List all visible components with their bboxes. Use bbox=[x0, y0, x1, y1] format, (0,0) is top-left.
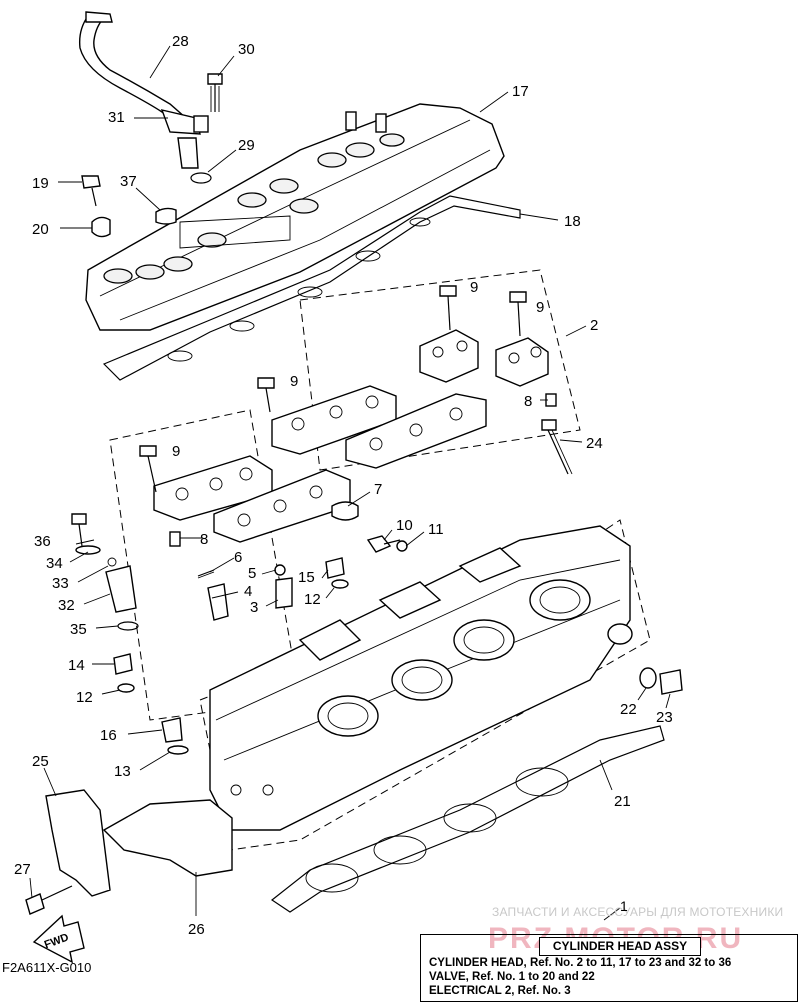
diagram-code: F2A611X-G010 bbox=[2, 960, 92, 975]
washer-11 bbox=[396, 540, 408, 552]
callout-numbers: 28 30 31 29 17 19 37 18 20 9 9 2 9 8 24 … bbox=[14, 33, 673, 938]
washer-22 bbox=[639, 667, 657, 689]
callout-32: 32 bbox=[58, 597, 75, 614]
leader-lines bbox=[29, 45, 671, 921]
washer-12-right bbox=[331, 579, 349, 589]
plug-7 bbox=[331, 501, 359, 521]
callout-11: 11 bbox=[428, 521, 444, 538]
callout-25: 25 bbox=[32, 753, 49, 770]
bolt-27 bbox=[25, 885, 73, 915]
callout-16: 16 bbox=[100, 727, 117, 744]
callout-34: 34 bbox=[46, 555, 63, 572]
part-14 bbox=[113, 653, 133, 675]
part-15 bbox=[325, 557, 345, 579]
plug-23 bbox=[659, 669, 683, 695]
valve-parts bbox=[197, 564, 293, 621]
grommet-20 bbox=[91, 216, 111, 238]
bracket-26 bbox=[102, 799, 233, 877]
grommet-37 bbox=[155, 207, 177, 225]
callout-9a: 9 bbox=[470, 279, 478, 296]
callout-37: 37 bbox=[120, 173, 137, 190]
cylinder-head bbox=[209, 525, 633, 831]
callout-4: 4 bbox=[244, 583, 252, 600]
o-ring-29 bbox=[190, 172, 212, 184]
callout-36: 36 bbox=[34, 533, 51, 550]
callout-10: 10 bbox=[396, 517, 413, 534]
callout-8b: 8 bbox=[200, 531, 208, 548]
cylinder-head-cover bbox=[85, 103, 505, 331]
callout-22: 22 bbox=[620, 701, 637, 718]
callout-30: 30 bbox=[238, 41, 255, 58]
callout-7: 7 bbox=[374, 481, 382, 498]
callout-19: 19 bbox=[32, 175, 49, 192]
callout-12b: 12 bbox=[304, 591, 321, 608]
camshaft-cap-front-left bbox=[419, 329, 557, 407]
washer-12-left bbox=[117, 683, 135, 693]
callout-12a: 12 bbox=[76, 689, 93, 706]
callout-18: 18 bbox=[564, 213, 581, 230]
callout-14: 14 bbox=[68, 657, 85, 674]
callout-20: 20 bbox=[32, 221, 49, 238]
callout-21: 21 bbox=[614, 793, 631, 810]
assembly-heading: CYLINDER HEAD ASSY bbox=[539, 937, 701, 956]
nut-16 bbox=[161, 717, 183, 743]
callout-33: 33 bbox=[52, 575, 69, 592]
bolt-30 bbox=[207, 73, 223, 112]
camshaft-cap-group-outline bbox=[299, 269, 581, 471]
callout-1: 1 bbox=[620, 898, 628, 914]
camshaft-caps-lower bbox=[153, 455, 351, 547]
bracket-25 bbox=[45, 789, 111, 897]
sensor-group bbox=[71, 513, 139, 631]
stud-bolt-24 bbox=[541, 419, 573, 475]
breather-hose bbox=[78, 11, 209, 169]
callout-5: 5 bbox=[248, 565, 256, 582]
head-gasket bbox=[270, 725, 665, 913]
washer-13 bbox=[167, 745, 189, 755]
callout-35: 35 bbox=[70, 621, 87, 638]
callout-13: 13 bbox=[114, 763, 131, 780]
callout-8a: 8 bbox=[524, 393, 532, 410]
callout-9d: 9 bbox=[172, 443, 180, 460]
assembly-info-box: CYLINDER HEAD ASSY CYLINDER HEAD, Ref. N… bbox=[420, 934, 798, 1002]
callout-27: 27 bbox=[14, 861, 31, 878]
callout-17: 17 bbox=[512, 83, 529, 100]
callout-9c: 9 bbox=[290, 373, 298, 390]
camshaft-caps-middle bbox=[271, 385, 487, 469]
bolt-10 bbox=[366, 535, 401, 553]
fwd-arrow: FWD bbox=[32, 914, 85, 964]
callout-26: 26 bbox=[188, 921, 205, 938]
callout-3: 3 bbox=[250, 599, 258, 616]
callout-28: 28 bbox=[172, 33, 189, 50]
callout-9b: 9 bbox=[536, 299, 544, 316]
info-line-2: VALVE, Ref. No. 1 to 20 and 22 bbox=[429, 971, 595, 983]
info-line-1: CYLINDER HEAD, Ref. No. 2 to 11, 17 to 2… bbox=[429, 957, 732, 969]
watermark-text: ЗАПЧАСТИ И АКСЕССУАРЫ ДЛЯ МОТОТЕХНИКИ bbox=[492, 905, 784, 919]
callout-2: 2 bbox=[590, 317, 598, 334]
callout-23: 23 bbox=[656, 709, 673, 726]
cover-gasket bbox=[102, 195, 521, 381]
info-line-3: ELECTRICAL 2, Ref. No. 3 bbox=[429, 985, 571, 997]
callout-15: 15 bbox=[298, 569, 315, 586]
callout-6: 6 bbox=[234, 549, 242, 566]
callout-29: 29 bbox=[238, 137, 255, 154]
callout-31: 31 bbox=[108, 109, 125, 126]
cap-bolts bbox=[139, 285, 527, 493]
bolt-19 bbox=[81, 175, 101, 207]
valve-group-outline bbox=[109, 409, 301, 721]
callout-24: 24 bbox=[586, 435, 603, 452]
